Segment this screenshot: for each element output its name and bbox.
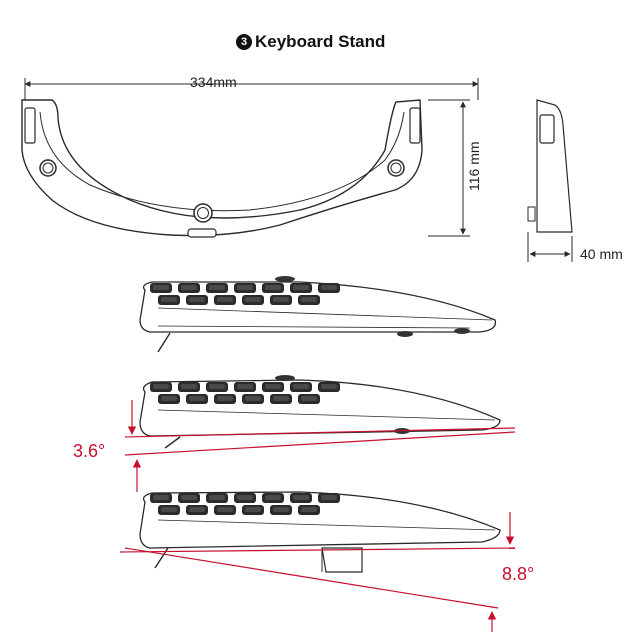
center-tab	[187, 228, 217, 238]
right-foot	[387, 159, 405, 177]
small-angle-label: 3.6°	[73, 441, 106, 461]
stand-outline	[21, 99, 423, 237]
keyboard-tilt-small-view	[124, 375, 516, 492]
stand-side-view	[527, 99, 573, 262]
depth-label: 40 mm	[580, 246, 623, 262]
left-clip	[24, 107, 36, 144]
height-label: 116 mm	[466, 141, 482, 191]
keyboard-tilt-large-view	[119, 491, 516, 632]
stand-front-view	[21, 78, 479, 238]
large-angle-label: 8.8°	[502, 564, 535, 584]
step-number-badge: 3	[236, 34, 252, 50]
center-foot	[193, 203, 213, 223]
right-clip	[409, 107, 421, 144]
keyboard-flat-view	[139, 276, 497, 353]
left-foot	[39, 159, 57, 177]
title-text: Keyboard Stand	[255, 32, 386, 51]
width-label: 334mm	[190, 74, 237, 90]
stand-inner-curve	[39, 111, 405, 212]
diagram-title: 3 Keyboard Stand	[236, 31, 385, 53]
